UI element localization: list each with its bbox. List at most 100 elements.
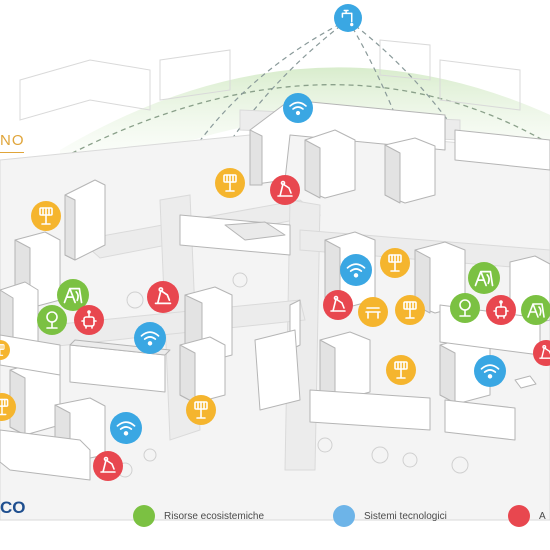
fitness-icon [277, 180, 293, 197]
coverage-arc [39, 84, 550, 171]
coverage-dome [60, 67, 550, 200]
playground-icon [527, 303, 545, 318]
legend-dot-red [508, 505, 530, 527]
marker-badge [450, 293, 480, 323]
marker-badge [334, 4, 362, 32]
robot-icon [493, 300, 509, 319]
marker-badge [110, 412, 142, 444]
marker-services[interactable] [215, 168, 245, 198]
background-buildings [19, 39, 521, 121]
building [444, 399, 516, 441]
marker-layer [0, 4, 550, 481]
marker-technology[interactable] [110, 412, 142, 444]
wifi-icon [116, 421, 136, 436]
marker-services[interactable] [0, 340, 10, 360]
fitness-icon [154, 287, 172, 305]
wifi-icon [346, 263, 366, 278]
buildings [0, 99, 550, 481]
building [179, 214, 291, 256]
building [304, 129, 356, 199]
lamp-icon [194, 401, 208, 419]
playground-icon [63, 287, 83, 304]
fitness-icon [330, 295, 346, 312]
legend-dot-green [133, 505, 155, 527]
marker-badge [323, 290, 353, 320]
logo: CO [0, 498, 26, 517]
marker-activity[interactable] [93, 451, 123, 481]
building [384, 137, 436, 204]
marker-ecosystem[interactable] [57, 279, 89, 311]
building [64, 179, 106, 261]
bench-icon [365, 307, 381, 319]
legend-label: Sistemi tecnologici [364, 510, 447, 522]
marker-technology[interactable] [474, 355, 506, 387]
marker-services[interactable] [395, 295, 425, 325]
building [309, 389, 431, 431]
lamp-icon [0, 344, 5, 356]
legend-label: Risorse ecosistemiche [164, 510, 265, 522]
page-title: NO [0, 132, 25, 149]
marker-badge [37, 305, 67, 335]
tree-icon [46, 311, 58, 329]
lamp-icon [394, 361, 408, 379]
marker-services[interactable] [386, 355, 416, 385]
marker-badge [486, 295, 516, 325]
legend-item-technology: Sistemi tecnologici [333, 505, 447, 527]
marker-services[interactable] [186, 395, 216, 425]
robot-icon [81, 310, 97, 329]
marker-services[interactable] [31, 201, 61, 231]
marker-technology[interactable] [340, 254, 372, 286]
building [514, 375, 537, 389]
lamp-icon [403, 301, 417, 319]
legend-label: A [539, 510, 546, 522]
marker-badge [283, 93, 313, 123]
marker-badge [147, 281, 179, 313]
marker-badge [134, 322, 166, 354]
fitness-icon [100, 456, 116, 473]
marker-ecosystem[interactable] [468, 262, 500, 294]
legend: Risorse ecosistemiche Sistemi tecnologic… [0, 505, 550, 529]
marker-badge [340, 254, 372, 286]
lamp-icon [39, 207, 53, 225]
lamp-icon [0, 398, 9, 416]
building [179, 336, 226, 404]
title-underline [0, 152, 24, 153]
building [254, 329, 301, 411]
marker-badge [93, 451, 123, 481]
legend-item-ecosystem: Risorse ecosistemiche [133, 505, 264, 527]
marker-badge [270, 175, 300, 205]
legend-dot-blue [333, 505, 355, 527]
playground-icon [474, 270, 494, 287]
marker-technology[interactable] [134, 322, 166, 354]
marker-activity[interactable] [486, 295, 516, 325]
marker-services[interactable] [380, 248, 410, 278]
marker-services[interactable] [358, 297, 388, 327]
marker-badge [74, 305, 104, 335]
building [0, 429, 91, 481]
marker-technology[interactable] [334, 4, 362, 32]
marker-activity[interactable] [74, 305, 104, 335]
marker-technology[interactable] [283, 93, 313, 123]
wifi-icon [480, 364, 500, 379]
building [0, 334, 61, 376]
wifi-icon [140, 331, 160, 346]
tree-icon [459, 299, 471, 317]
building [319, 331, 371, 401]
marker-badge [474, 355, 506, 387]
marker-ecosystem[interactable] [37, 305, 67, 335]
tap-icon [341, 9, 354, 27]
wifi-icon [289, 101, 307, 116]
signal-arc-inner [347, 19, 471, 361]
marker-ecosystem[interactable] [450, 293, 480, 323]
lamp-icon [223, 174, 237, 192]
building [454, 129, 550, 171]
marker-activity[interactable] [270, 175, 300, 205]
marker-ecosystem[interactable] [521, 295, 550, 325]
marker-activity[interactable] [533, 340, 550, 366]
marker-services[interactable] [0, 393, 16, 421]
marker-activity[interactable] [147, 281, 179, 313]
marker-activity[interactable] [323, 290, 353, 320]
lamp-icon [388, 254, 402, 272]
legend-item-activity: A [508, 505, 546, 527]
